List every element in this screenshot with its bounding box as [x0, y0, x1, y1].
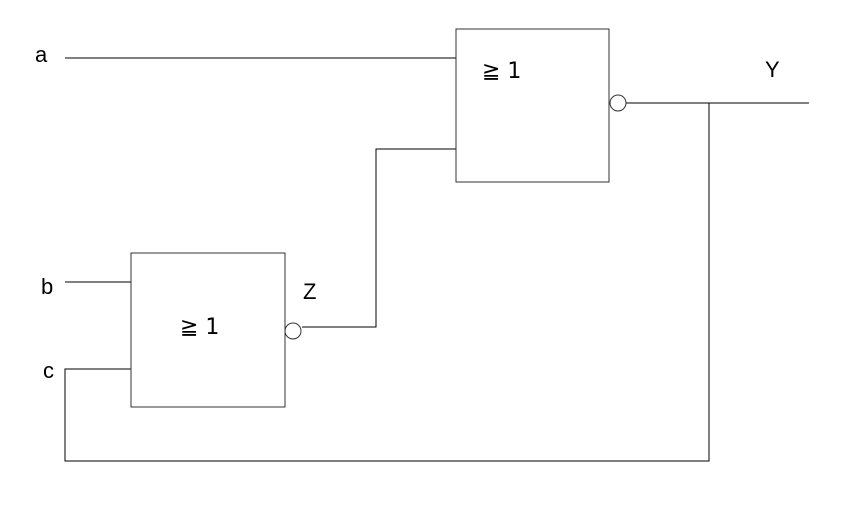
upper-gate-box — [455, 28, 610, 183]
upper-gate-inversion-bubble — [609, 94, 627, 112]
lower-gate-inversion-bubble — [284, 322, 302, 340]
output-label-z: Z — [303, 279, 316, 304]
upper-nor-gate: ≧ 1 — [455, 28, 627, 183]
upper-gate-symbol: ≧ 1 — [482, 59, 521, 84]
lower-gate-symbol: ≧ 1 — [180, 315, 219, 340]
lower-nor-gate: ≧ 1 — [130, 252, 302, 408]
input-label-b: b — [41, 274, 53, 299]
output-label-y: Y — [765, 57, 780, 82]
wire-z-to-upper-gate — [302, 148, 456, 328]
input-label-c: c — [43, 358, 54, 383]
input-label-a: a — [35, 42, 48, 67]
wire-feedback-y-to-c — [64, 103, 710, 462]
lower-gate-box — [130, 252, 286, 408]
